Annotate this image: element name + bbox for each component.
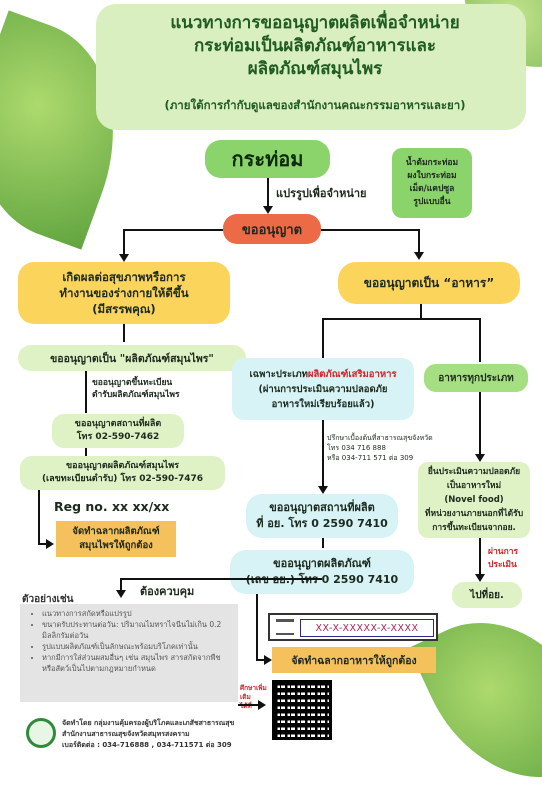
arrow-head: [414, 252, 424, 260]
arrow-head: [264, 655, 272, 665]
arrow-head: [258, 700, 266, 710]
split-line: [321, 229, 419, 231]
consult-note: ปรึกษาเบื้องต้นที่สาธารณสุขจังหวัดโทร 03…: [327, 434, 433, 462]
fda-number: XX-X-XXXXX-X-XXXX: [300, 619, 434, 637]
connector: [38, 543, 48, 545]
arrow-head: [116, 590, 126, 598]
connector: [256, 594, 258, 660]
connector: [238, 704, 260, 706]
control-label: ต้องควบคุม: [140, 585, 195, 598]
herbal-product-permit-box: ขออนุญาตผลิตภัณฑ์สมุนไพร(เลขทะเบียนตำรับ…: [20, 456, 225, 490]
reg-number: Reg no. xx xx/xx: [54, 499, 170, 514]
connector: [123, 324, 125, 342]
arrow-head: [475, 574, 485, 582]
example-item: รูปแบบผลิตภัณฑ์เป็นลักษณะพร้อมบริโภคเท่า…: [42, 641, 230, 652]
connector: [85, 448, 87, 456]
connector: [479, 392, 481, 456]
split-line-right-down: [418, 229, 420, 253]
connector: [479, 538, 481, 576]
example-item: แนวทางการสกัดหรือแปรรูป: [42, 608, 230, 619]
herbal-request-box: ขออนุญาตเป็น "ผลิตภัณฑ์สมุนไพร": [18, 345, 246, 371]
food-place-permit-box: ขออนุญาตสถานที่ผลิตที่ อย. โทร 0 2590 74…: [246, 494, 398, 538]
footer-text: จัดทำโดย กลุ่มงานคุ้มครองผู้บริโภคและเภส…: [62, 719, 235, 749]
pass-assessment-label: ผ่านการประเมิน: [488, 547, 519, 570]
fda-mark: XX-X-XXXXX-X-XXXX: [268, 613, 438, 641]
register-note: ขออนุญาตขึ้นทะเบียนตำรับผลิตภัณฑ์สมุนไพร: [92, 378, 180, 400]
connector: [120, 578, 322, 580]
arrow-head: [263, 206, 273, 214]
connector: [256, 659, 266, 661]
examples-title: ตัวอย่างเช่น: [22, 594, 74, 605]
arrow-head: [119, 254, 129, 262]
herbal-label-box: จัดทำฉลากผลิตภัณฑ์สมุนไพรให้ถูกต้อง: [56, 521, 176, 557]
kratom-box: กระท่อม: [205, 140, 330, 178]
fda-logo-icon: [276, 619, 294, 635]
examples-panel: แนวทางการสกัดหรือแปรรูป ขนาดรับประทานต่อ…: [20, 604, 238, 702]
qr-code-icon[interactable]: [272, 680, 332, 740]
food-request-box: ขออนุญาตเป็น “อาหาร”: [338, 262, 520, 304]
connector: [420, 304, 422, 318]
product-forms-box: น้ำต้มกระท่อมผงใบกระท่อม เม็ด/แคปซูลรูปแ…: [392, 148, 472, 218]
moph-logo-icon: [26, 718, 56, 748]
connector: [85, 371, 87, 413]
arrow-head: [46, 539, 54, 549]
health-effect-box: เกิดผลต่อสุขภาพหรือการทำงานของร่างกายให้…: [18, 262, 230, 324]
page-title: แนวทางการขออนุญาตผลิตเพื่อจำหน่าย กระท่อ…: [170, 13, 460, 79]
page-subtitle: (ภายใต้การกำกับดูแลของสำนักงานคณะกรรมอาห…: [164, 98, 466, 112]
arrow-head: [475, 454, 485, 462]
split-line-left-down: [123, 229, 125, 255]
supplement-box: เฉพาะประเภทผลิตภัณฑ์เสริมอาหาร (ผ่านการป…: [232, 358, 414, 420]
title-panel: [96, 4, 526, 130]
connector: [120, 578, 122, 592]
process-label: แปรรูปเพื่อจำหน่าย: [276, 187, 367, 200]
arrow-head: [318, 486, 328, 494]
connector: [38, 490, 40, 544]
example-item: ขนาดรับประทานต่อวัน: ปริมาณไมทราไจนีนไม่…: [42, 619, 230, 641]
connector: [322, 538, 324, 548]
food-label-box: จัดทำฉลากอาหารให้ถูกต้อง: [272, 647, 436, 673]
go-fda-box: ไปที่อย.: [452, 582, 522, 608]
split-line: [124, 229, 223, 231]
all-food-box: อาหารทุกประเภท: [424, 364, 528, 392]
connector: [322, 420, 324, 488]
qr-note: ศึกษาเพิ่มเติมได้ที่: [240, 684, 267, 710]
novel-food-box: ยื่นประเมินความปลอดภัยเป็นอาหารใหม่(Nove…: [418, 462, 530, 538]
connector: [479, 318, 481, 362]
herbal-place-permit-box: ขออนุญาตสถานที่ผลิตโทร 02-590-7462: [52, 414, 184, 448]
example-item: หากมีการใส่ส่วนผสมอื่นๆ เช่น สมุนไพร สาร…: [42, 652, 230, 674]
supplement-highlight: ผลิตภัณฑ์เสริมอาหาร: [307, 368, 397, 380]
connector: [322, 318, 480, 320]
connector: [322, 318, 324, 358]
food-product-permit-box: ขออนุญาตผลิตภัณฑ์(เลข อย.) โทร 0 2590 74…: [230, 550, 414, 594]
request-box: ขออนุญาต: [223, 214, 321, 244]
arrow-kratom-down: [267, 178, 269, 208]
